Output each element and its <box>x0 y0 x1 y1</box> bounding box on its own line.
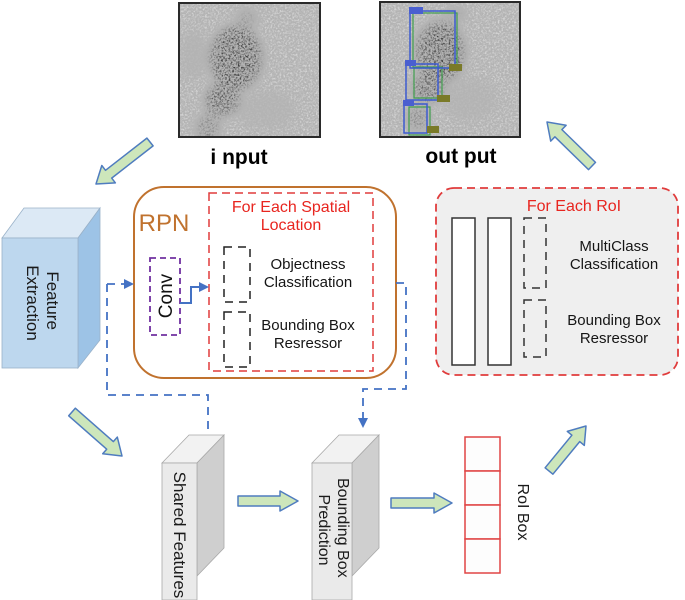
bbox-prediction-box: Bounding Box Prediction <box>311 434 380 600</box>
shared-features-label: Shared Features <box>170 472 189 599</box>
detection-green-box-2 <box>413 66 443 99</box>
input-image-frame <box>178 2 321 138</box>
roi-cls-label-line2: Classification <box>570 256 658 273</box>
detection-blue-box-2 <box>405 63 439 101</box>
arrow-roi-head-to-output-icon <box>546 121 597 171</box>
detection-olive-tag-2 <box>437 95 450 102</box>
rpn-bbox-label-line1: Bounding Box <box>261 317 355 334</box>
feature-extraction-box: Feature Extraction <box>1 206 101 370</box>
detection-olive-tag-1 <box>449 64 462 71</box>
conv-box <box>149 257 181 336</box>
objectness-label-line2: Classification <box>264 274 352 291</box>
arrow-shared-to-bbox-prediction-icon <box>237 490 299 512</box>
conv-elbow-arrowhead-icon <box>199 282 209 292</box>
rpn-bbox-label-line2: Resressor <box>274 335 342 352</box>
rpn-panel: RPN Conv For Each Spatial Location Objec… <box>133 186 397 379</box>
connector-rpn-to-bbox-prediction <box>362 282 407 418</box>
feature-extraction-label-line1: Feature <box>43 271 62 330</box>
detection-boxes <box>403 7 462 136</box>
detection-blue-tag-1 <box>409 7 423 14</box>
rpn-title: RPN <box>139 210 190 237</box>
input-image <box>178 2 321 138</box>
shared-features-front-face <box>161 462 198 600</box>
roi-box-label: RoI Box <box>514 484 531 541</box>
roi-box-grid: RoI Box <box>464 436 531 574</box>
bbox-prediction-front-face <box>311 462 353 600</box>
arrow-bbox-prediction-to-roi-box-icon <box>390 492 453 514</box>
connector-feature-to-shared <box>106 284 209 430</box>
roi-cell <box>464 538 501 574</box>
roi-reg-feature-rect <box>523 299 547 358</box>
bbox-prediction-label-line1: Bounding Box <box>334 478 351 578</box>
detection-blue-tag-3 <box>403 100 414 106</box>
roi-head-title: For Each RoI <box>527 198 621 215</box>
feature-extraction-label-line2: Extraction <box>23 265 42 341</box>
roi-reg-label-line1: Bounding Box <box>567 312 661 329</box>
detection-olive-tag-3 <box>427 126 439 133</box>
output-image <box>379 1 521 138</box>
detection-blue-box-3 <box>403 103 428 134</box>
connector-bbox-arrowhead-icon <box>358 418 368 428</box>
input-image-noise <box>179 3 320 137</box>
detection-blue-tag-2 <box>405 60 416 66</box>
output-image-frame <box>379 1 521 138</box>
roi-feature-column-1 <box>451 217 476 366</box>
conv-label: Conv <box>156 273 177 318</box>
spatial-title-line2: Location <box>261 217 322 234</box>
shared-features-box: Shared Features <box>161 434 225 600</box>
roi-cell <box>464 504 501 540</box>
connectors <box>106 279 407 430</box>
roi-reg-label-line2: Resressor <box>580 330 648 347</box>
roi-head-panel: For Each RoI MultiClass Classification B… <box>435 187 679 376</box>
bbox-prediction-label-line2: Prediction <box>315 494 332 565</box>
arrow-feature-to-shared-icon <box>67 407 123 457</box>
flow-arrows <box>67 121 597 514</box>
objectness-label-line1: Objectness <box>270 256 345 273</box>
detection-green-box-3 <box>408 106 431 136</box>
detection-blue-box-1 <box>409 10 456 69</box>
roi-cls-feature-rect <box>523 217 547 289</box>
roi-cls-label-line1: MultiClass <box>579 238 648 255</box>
roi-cell <box>464 436 501 472</box>
roi-feature-column-2 <box>487 217 512 366</box>
connector-rpn-arrowhead-icon <box>124 279 134 289</box>
output-label: out put <box>425 145 496 168</box>
feature-extraction-label: Feature Extraction <box>23 265 62 341</box>
arrow-input-to-feature-extraction-icon <box>95 137 154 185</box>
roi-cell <box>464 470 501 506</box>
feature-extraction-front-face <box>1 237 79 369</box>
bbox-prediction-label: Bounding Box Prediction <box>315 478 351 582</box>
spatial-title-line1: For Each Spatial <box>232 199 350 216</box>
arrow-roi-box-to-roi-head-icon <box>544 425 587 475</box>
input-label: i nput <box>210 146 267 169</box>
conv-elbow-connector <box>180 286 202 304</box>
spatial-location-box <box>208 192 374 372</box>
